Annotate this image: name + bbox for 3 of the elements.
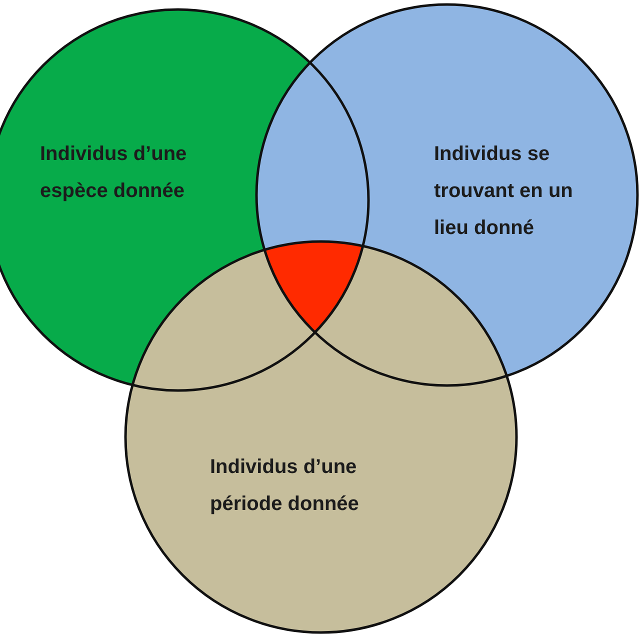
circle-label: Individus se trouvant en un lieu donné — [434, 136, 609, 247]
circle-label: Individus d’une période donnée — [210, 449, 420, 523]
circle-label: Individus d’une espèce donnée — [40, 136, 240, 210]
